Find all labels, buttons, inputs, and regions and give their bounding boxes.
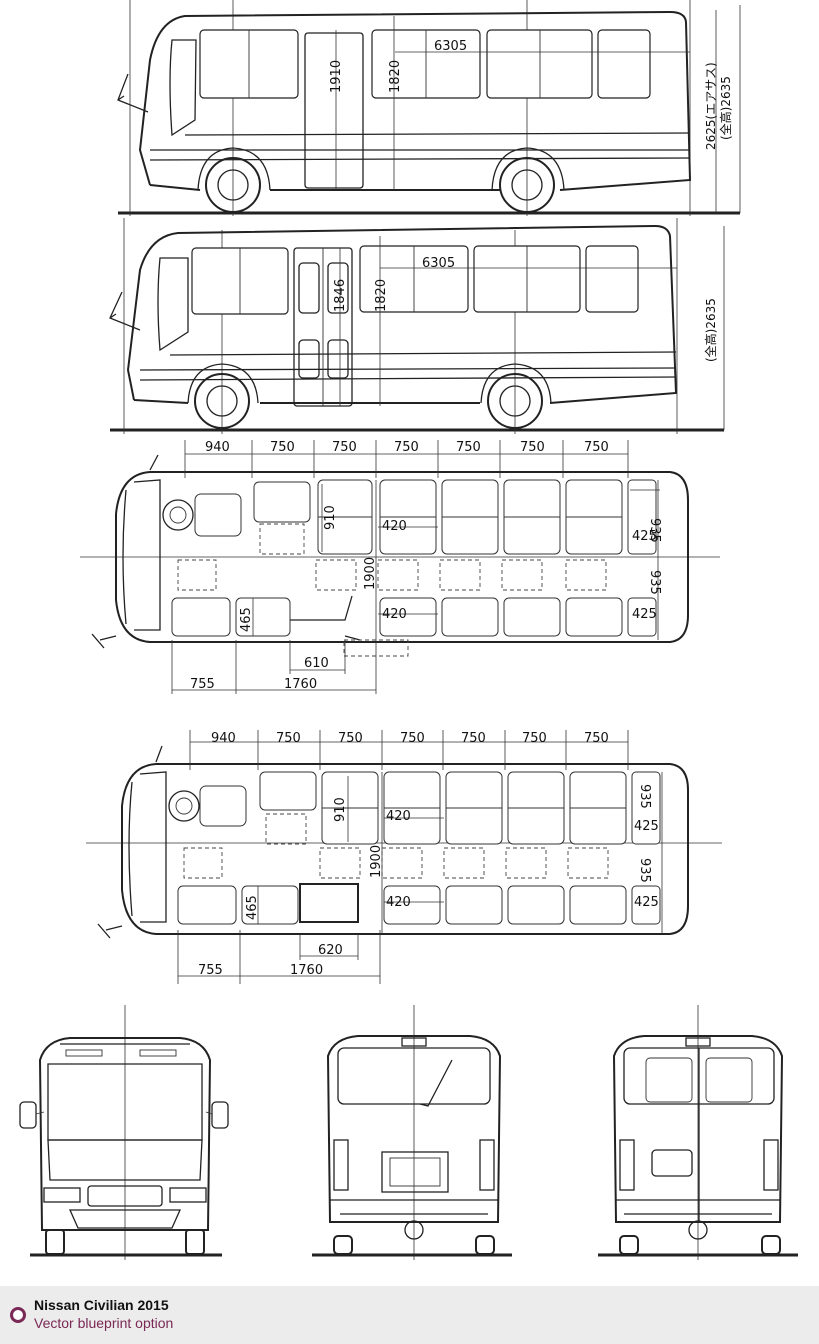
plan-bottom-pitch-5: 750: [522, 731, 547, 746]
plan-top-pitch-5: 750: [520, 440, 545, 455]
plan-bottom-seat-465: 465: [245, 895, 260, 920]
side-top-length: 6305: [434, 39, 467, 54]
plan-bottom-door-620: 620: [318, 943, 343, 958]
rear-view: [312, 1005, 512, 1260]
plan-top-width-center: 1900: [363, 557, 378, 590]
plan-top-door-610: 610: [304, 656, 329, 671]
plan-bottom-pitch-4: 750: [461, 731, 486, 746]
side-view-top: 6305 1910 1820 2625(エアサス) (全高)2635: [117, 0, 741, 216]
plan-bottom-pitch-1: 750: [276, 731, 301, 746]
plan-bottom-side-425b: 425: [634, 895, 659, 910]
plan-bottom-side-935a: 935: [637, 784, 652, 809]
side-top-height-window: 1820: [388, 60, 403, 93]
plan-bottom-pitch-2: 750: [338, 731, 363, 746]
plan-bottom-row-width: 910: [333, 797, 348, 822]
plan-top-front-755: 755: [190, 677, 215, 692]
caption-bar: Nissan Civilian 2015 Vector blueprint op…: [0, 1286, 819, 1344]
plan-bottom-side-935b: 935: [637, 858, 652, 883]
plan-bottom-pitch-3: 750: [400, 731, 425, 746]
plan-top-aisle: 420: [382, 519, 407, 534]
plan-top-side-935a: 935: [647, 518, 662, 543]
side-mid-height-window: 1820: [374, 279, 389, 312]
plan-bottom-side-425a: 425: [634, 819, 659, 834]
plan-top-pitch-3: 750: [394, 440, 419, 455]
plan-top-pitch-0: 940: [205, 440, 230, 455]
caption-title: Nissan Civilian 2015: [34, 1297, 169, 1313]
side-view-middle: 6305 1846 1820 (全高)2635: [109, 218, 725, 434]
bullet-icon: [10, 1307, 26, 1323]
plan-top-side-425b: 425: [632, 607, 657, 622]
side-top-height-door: 1910: [329, 60, 344, 93]
plan-top-pitch-1: 750: [270, 440, 295, 455]
plan-bottom-width-center: 1900: [369, 845, 384, 878]
plan-top-side-935b: 935: [647, 570, 662, 595]
rear-view-door: [598, 1005, 798, 1260]
side-top-height-total: (全高)2635: [718, 76, 733, 140]
blueprint-drawing: 6305 1910 1820 2625(エアサス) (全高)2635: [19, 0, 798, 1260]
side-mid-height-total: (全高)2635: [703, 298, 718, 362]
front-view: [19, 1005, 229, 1260]
plan-bottom-pitch-0: 940: [211, 731, 236, 746]
plan-bottom-pitch-6: 750: [584, 731, 609, 746]
plan-view-top: 940 750 750 750 750 750 750: [80, 440, 720, 694]
plan-bottom-front-1760: 1760: [290, 963, 323, 978]
plan-top-aisle-lower: 420: [382, 607, 407, 622]
plan-top-row-width: 910: [323, 505, 338, 530]
plan-top-front-1760: 1760: [284, 677, 317, 692]
plan-top-pitch-6: 750: [584, 440, 609, 455]
plan-top-pitch-2: 750: [332, 440, 357, 455]
plan-top-pitch-4: 750: [456, 440, 481, 455]
plan-bottom-aisle: 420: [386, 809, 411, 824]
plan-bottom-aisle-lower: 420: [386, 895, 411, 910]
plan-top-seat-465: 465: [239, 607, 254, 632]
plan-view-bottom: 940 750 750 750 750 750 750: [86, 730, 722, 984]
side-mid-length: 6305: [422, 256, 455, 271]
side-mid-height-door: 1846: [333, 279, 348, 312]
plan-top-side-425a: 425: [632, 529, 657, 544]
side-top-height-air: 2625(エアサス): [704, 62, 718, 150]
plan-bottom-front-755: 755: [198, 963, 223, 978]
caption-subtitle: Vector blueprint option: [34, 1315, 174, 1331]
